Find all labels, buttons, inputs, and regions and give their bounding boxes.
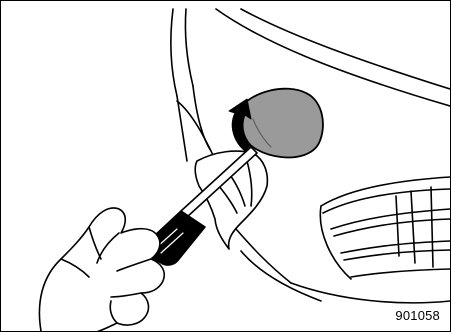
hand	[39, 208, 164, 331]
figure-id-label: 901058	[395, 308, 440, 323]
lower-bumper-edge	[236, 229, 450, 303]
grille	[320, 177, 450, 279]
